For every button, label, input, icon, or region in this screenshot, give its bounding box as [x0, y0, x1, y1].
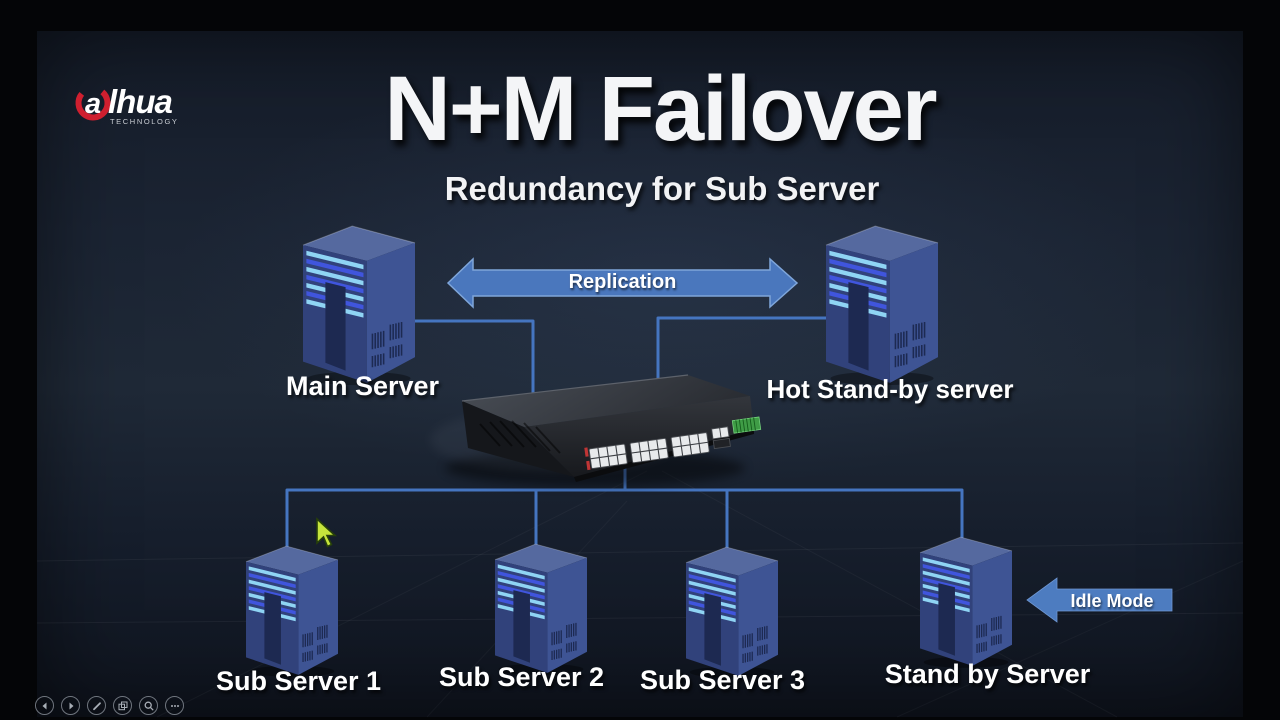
pen-button[interactable] — [87, 696, 106, 715]
sub-server-3-tower-icon — [685, 546, 779, 679]
ellipsis-icon — [170, 704, 179, 707]
standby-server-label: Stand by Server — [884, 659, 1091, 689]
sub-server-1-label: Sub Server 1 — [215, 666, 382, 696]
hot-standby-server-label: Hot Stand-by server — [766, 374, 1014, 404]
main-server-tower-icon — [302, 225, 416, 386]
see-all-slides-button[interactable] — [113, 696, 132, 715]
previous-slide-button[interactable] — [35, 696, 54, 715]
zoom-slide-button[interactable] — [139, 696, 158, 715]
sub-server-3-label: Sub Server 3 — [639, 665, 806, 695]
magnifier-icon — [144, 701, 154, 711]
replication-arrow-shape — [446, 257, 799, 309]
network-switch-graphic — [430, 374, 762, 486]
logo-tagline: TECHNOLOGY — [110, 117, 179, 126]
dahua-logo: a lhua TECHNOLOGY — [75, 83, 179, 126]
logo-brand-initial: a — [85, 88, 101, 120]
switch-vent-grille — [479, 420, 561, 454]
see-all-slides-icon — [118, 701, 127, 710]
mouse-cursor-icon — [316, 517, 338, 548]
sub-server-2-tower-icon — [494, 543, 588, 676]
presenter-controls-bar — [35, 696, 184, 715]
standby-server-tower-icon — [919, 536, 1013, 669]
logo-brand-rest: lhua — [108, 83, 172, 120]
slide-title: N+M Failover — [384, 58, 937, 160]
more-options-button[interactable] — [165, 696, 184, 715]
next-icon — [69, 702, 73, 709]
idle-mode-arrow — [1026, 577, 1173, 623]
logo-red-swirl-icon — [75, 85, 111, 121]
hot-standby-server-tower-icon — [825, 225, 939, 386]
idle-mode-arrow-shape — [1026, 577, 1173, 623]
idle-mode-arrow-label: Idle Mode — [1070, 591, 1154, 611]
replication-arrow — [446, 257, 799, 309]
next-slide-button[interactable] — [61, 696, 80, 715]
previous-icon — [42, 702, 46, 709]
pen-icon — [92, 701, 101, 710]
main-server-label: Main Server — [285, 371, 440, 401]
slide-subtitle: Redundancy for Sub Server — [444, 170, 880, 207]
sub-server-1-tower-icon — [245, 545, 339, 678]
sub-server-2-label: Sub Server 2 — [438, 662, 605, 692]
replication-arrow-label: Replication — [568, 271, 677, 293]
switch-port-rows — [584, 416, 762, 471]
